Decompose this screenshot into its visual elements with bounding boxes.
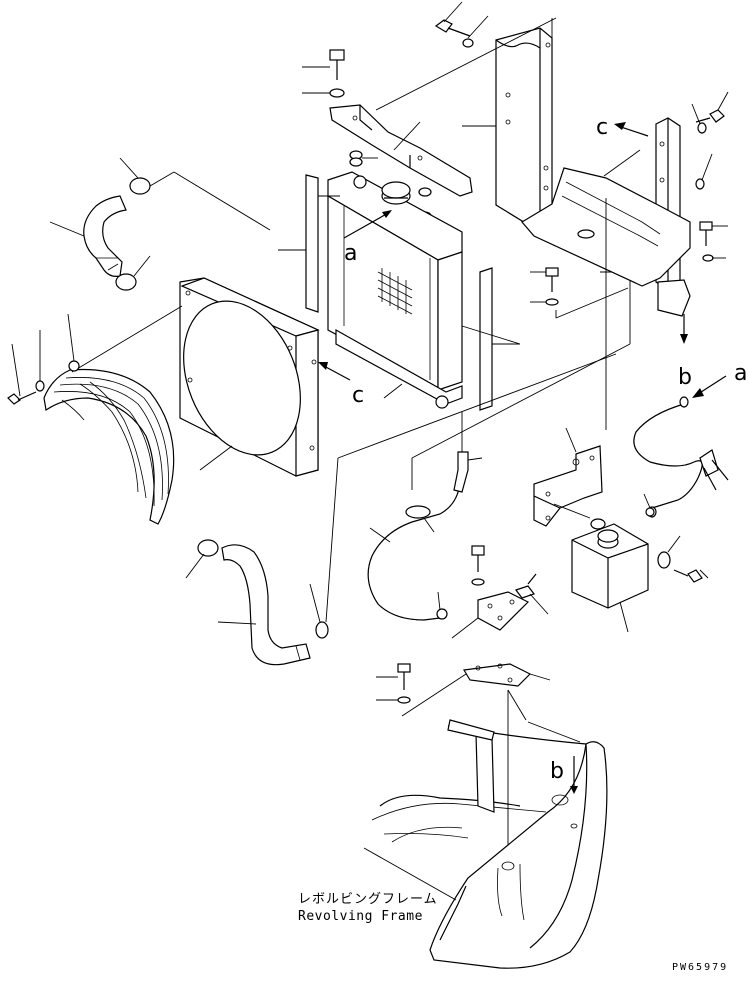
lower-plate-bolt (376, 663, 411, 690)
drain-hose-end-clamp (436, 591, 448, 620)
callout-b-frame: b (550, 756, 578, 794)
reserve-tank-bolt (673, 569, 709, 583)
frame-label-english: Revolving Frame (298, 909, 423, 924)
lower-hose-clamp-left (185, 539, 219, 579)
callout-b-frame-label: b (550, 759, 564, 784)
reserve-tank-hose-clamp (699, 449, 729, 491)
radiator-core-mesh (377, 268, 413, 315)
radiator-cap (381, 181, 411, 205)
fan-guard-nut (67, 313, 80, 372)
column-bolt (434, 1, 471, 37)
drain-bracket-bolt (471, 545, 485, 586)
right-bracket-bolt-mid (699, 221, 728, 246)
support-column (462, 18, 553, 233)
bracket-washer (302, 88, 345, 98)
fan-shroud (179, 277, 320, 477)
right-bracket-washer-top (691, 103, 707, 134)
reserve-tank (571, 523, 649, 633)
frame-label-japanese: レボルビングフレーム (298, 892, 438, 907)
drain-hose (367, 481, 461, 621)
column-washer (462, 15, 489, 48)
fan-guard-washer (35, 330, 45, 392)
floor-washer (530, 298, 559, 306)
lower-radiator-hose (217, 544, 311, 666)
reserve-tank-bracket-washer (590, 518, 606, 530)
bracket-bolt (302, 49, 345, 80)
callout-a-hose: a (692, 361, 747, 398)
callout-c-bracket: c (596, 115, 649, 140)
lower-hose-clamp-right (309, 353, 617, 639)
floor-bolt (530, 267, 559, 292)
radiator-seal-strip-right (479, 267, 520, 411)
upper-hose-clamp-top (119, 157, 271, 231)
drain-hose-clamp (405, 505, 435, 533)
fan-guard (43, 305, 183, 525)
callout-b-hose: b (678, 365, 692, 390)
lower-plate-washer (376, 696, 411, 704)
upper-hose-clamp-bottom (115, 255, 151, 291)
right-bracket-washer-side (695, 153, 713, 190)
lower-mount-plate (401, 663, 551, 717)
callout-a-radiator-label: a (344, 241, 357, 266)
callout-a-hose-label: a (734, 361, 747, 386)
upper-mount-bracket (329, 17, 557, 197)
drain-cock-valve (515, 573, 549, 615)
callout-c-shroud: c (318, 362, 403, 408)
reserve-tank-hose (633, 396, 703, 509)
radiator (327, 171, 463, 409)
drawing-code: PW65979 (672, 962, 728, 973)
reserve-tank-washer (657, 535, 681, 569)
drain-cock-bracket (451, 591, 530, 639)
upper-radiator-hose (49, 195, 127, 277)
callout-c-shroud-label: c (352, 383, 364, 408)
radiator-seal-strip-left (278, 174, 340, 313)
callout-c-bracket-label: c (596, 115, 608, 140)
reserve-tank-nut (643, 493, 655, 517)
right-bracket-washer-mid (702, 254, 726, 262)
reserve-tank-bracket (533, 427, 603, 527)
callout-b-hose-label: b (678, 365, 692, 390)
right-bracket-bolt-top (695, 91, 729, 123)
fan-guard-bolt (7, 343, 37, 405)
callout-a-radiator: a (343, 210, 392, 266)
revolving-frame (363, 719, 608, 969)
